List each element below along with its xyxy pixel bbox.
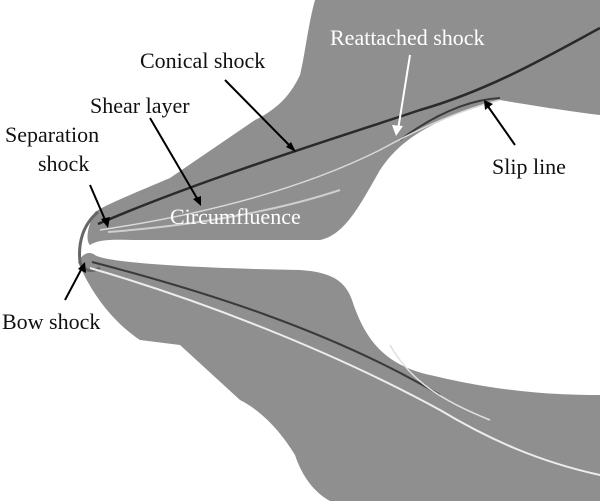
- circumfluence-band: [107, 189, 341, 233]
- lower-light-shock: [89, 267, 600, 476]
- separation-shock-leader: [89, 184, 107, 223]
- slip-line-arrowhead: [484, 100, 493, 110]
- shear-layer-leader: [149, 117, 199, 201]
- reattached-shock-line: [399, 97, 501, 141]
- separation-shock-arrowhead: [101, 217, 110, 228]
- shear-layer-arrowhead: [193, 196, 201, 206]
- separation-shock-label-line2: shock: [38, 151, 89, 176]
- slip-line-leader: [486, 104, 516, 146]
- bow-shock-arrowhead: [78, 262, 86, 273]
- upper-flow-region: [87, 0, 600, 245]
- shear-layer-line: [99, 99, 501, 231]
- reattached-shock-arrowhead: [392, 125, 403, 136]
- circumfluence-label: Circumfluence: [170, 204, 301, 229]
- separation-shock-label-line1: Separation: [5, 122, 99, 147]
- shear-layer-label: Shear layer: [90, 93, 190, 118]
- bow-shock-label: Bow shock: [2, 309, 100, 334]
- lower-dark-shock: [91, 261, 441, 396]
- lower-crossing-shock: [389, 344, 491, 421]
- conical-shock-leader: [224, 79, 293, 149]
- lower-flow-region: [78, 252, 600, 501]
- conical-shock-line: [97, 26, 600, 226]
- bow-shock-front: [78, 210, 101, 272]
- conical-shock-label: Conical shock: [140, 48, 265, 73]
- reattached-shock-label: Reattached shock: [330, 25, 485, 50]
- slip-line-label: Slip line: [492, 154, 566, 179]
- conical-shock-arrowhead: [286, 142, 296, 152]
- reattached-shock-leader: [397, 54, 411, 131]
- bow-shock-leader: [64, 267, 83, 301]
